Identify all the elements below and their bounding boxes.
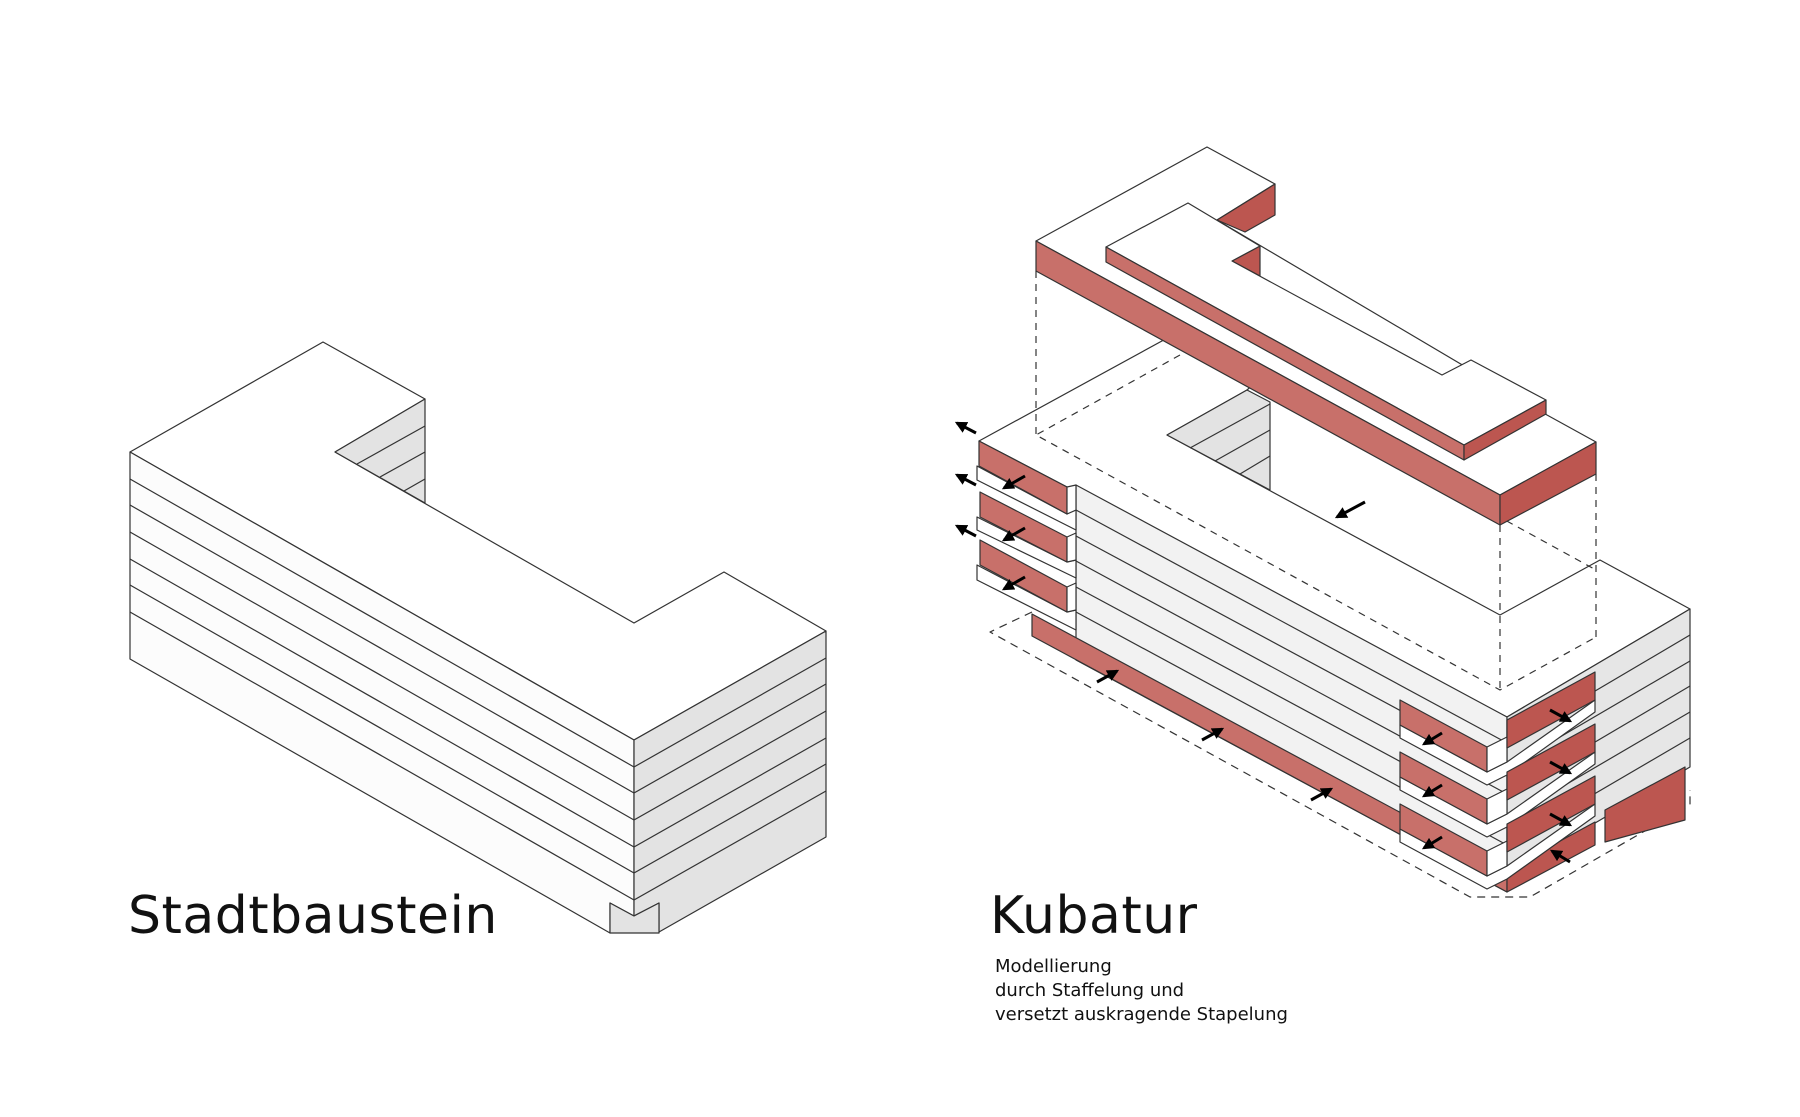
left-right-floor-lines <box>633 657 827 901</box>
arrow-icon <box>1001 526 1026 542</box>
arrow-icon <box>1421 835 1443 850</box>
caption-line: versetzt auskragende Stapelung <box>995 1004 1288 1025</box>
arrow-icon <box>954 524 977 538</box>
floating-top-slab <box>1035 146 1597 526</box>
arrow-icon <box>954 473 977 487</box>
arrow-icon <box>1549 708 1573 723</box>
kubatur-caption: Modellierung durch Staffelung und verset… <box>995 955 1288 1027</box>
block-courtyard <box>1166 389 1271 491</box>
arrow-icon <box>1334 500 1366 519</box>
arrow-icon <box>1421 783 1443 798</box>
left-entrance-notch <box>609 902 660 934</box>
movement-arrows <box>954 421 1573 864</box>
left-front-floor-lines <box>129 478 635 901</box>
arrow-icon <box>1549 812 1573 827</box>
footprint-dashed-outline <box>989 611 1691 898</box>
left-courtyard-floor-lines <box>356 425 426 492</box>
caption-line: Modellierung <box>995 956 1112 977</box>
kubatur-title: Kubatur <box>990 886 1198 946</box>
arrow-icon <box>1201 727 1225 742</box>
kubatur-building <box>954 146 1691 898</box>
right-ground-red <box>1604 766 1686 843</box>
arrow-icon <box>954 421 977 435</box>
arrow-icon <box>1421 731 1443 746</box>
arrow-icon <box>1310 787 1334 802</box>
caption-line: durch Staffelung und <box>995 980 1185 1001</box>
arrow-icon <box>1549 760 1573 775</box>
stadtbaustein-building <box>129 341 827 934</box>
arrow-icon <box>1001 474 1026 490</box>
stadtbaustein-title: Stadtbaustein <box>128 886 498 946</box>
arrow-icon <box>1549 849 1571 864</box>
arrow-icon <box>1001 575 1026 591</box>
arrow-icon <box>1096 669 1120 684</box>
courtyard-floor-lines <box>1189 403 1271 475</box>
